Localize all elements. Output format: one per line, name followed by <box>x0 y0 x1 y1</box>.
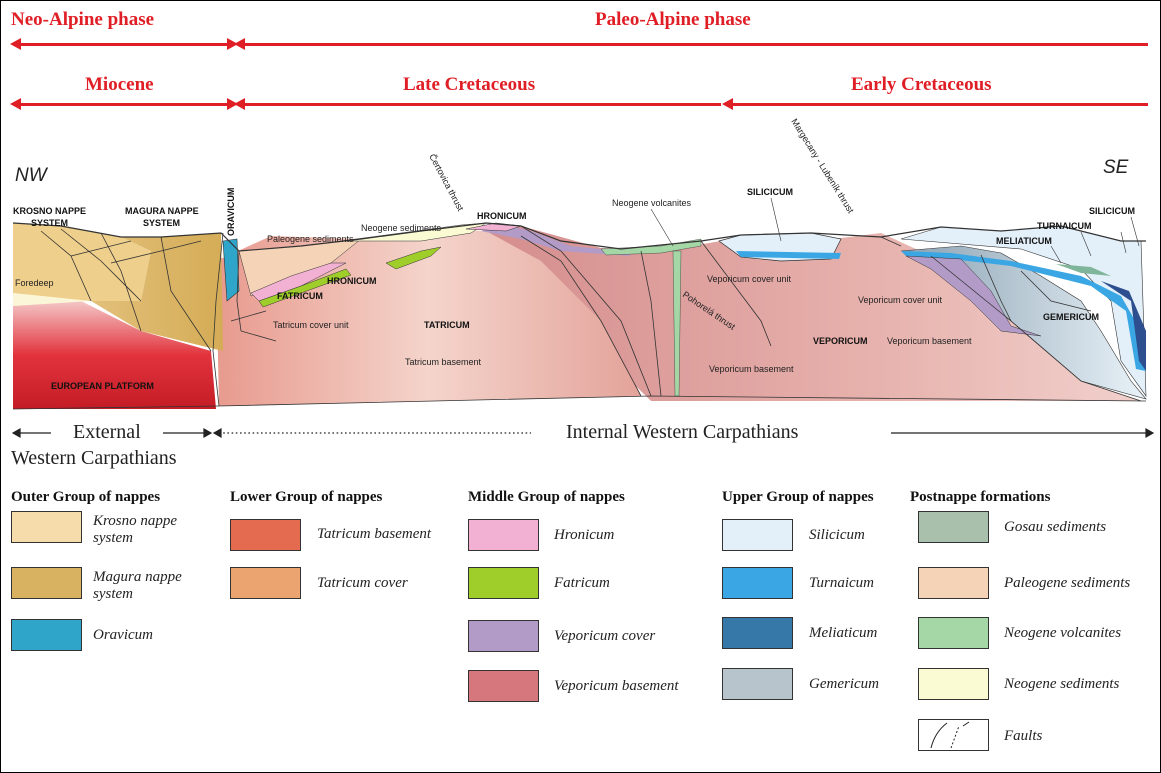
label-external: External <box>73 421 141 444</box>
legend-swatch-paleogene <box>918 567 989 599</box>
legend-group-title: Lower Group of nappes <box>230 489 382 506</box>
label-margecany-thrust: Margecany - Lubeník thrust <box>789 117 856 216</box>
krosno-nappe-area <box>13 223 151 301</box>
legend-label-faults: Faults <box>1004 728 1042 745</box>
label-neogene-sediments: Neogene sediments <box>361 223 442 233</box>
legend-label-neogene-volcanites: Neogene volcanites <box>1004 625 1121 642</box>
se-direction-label: SE <box>1103 157 1129 178</box>
legend-swatch-tatricum-basement <box>230 519 301 551</box>
label-veporicum: VEPORICUM <box>813 336 868 346</box>
label-neogene-volcanites: Neogene volcanites <box>612 198 692 208</box>
legend-swatch-gosau <box>918 511 989 543</box>
label-silicicum-east: SILICICUM <box>1089 206 1135 216</box>
legend-label-veporicum-cover: Veporicum cover <box>554 628 655 645</box>
legend-label-paleogene: Paleogene sediments <box>1004 575 1130 592</box>
label-tatricum: TATRICUM <box>424 320 470 330</box>
legend-group-title: Middle Group of nappes <box>468 489 625 506</box>
label-oravicum: ORAVICUM <box>226 188 236 236</box>
legend-label-silicicum: Silicicum <box>809 527 865 544</box>
legend-group-title: Upper Group of nappes <box>722 489 874 506</box>
legend-swatch-neogene-sediments <box>918 668 989 700</box>
legend-label-tatricum-cover: Tatricum cover <box>317 575 408 592</box>
label-magura-line1: MAGURA NAPPE <box>125 206 199 216</box>
legend-group-title: Outer Group of nappes <box>11 489 160 506</box>
legend-swatch-magura <box>11 567 82 599</box>
label-krosno-line2: SYSTEM <box>31 218 68 228</box>
label-western-carpathians: Western Carpathians <box>11 447 177 470</box>
legend-swatch-veporicum-cover <box>468 620 539 652</box>
legend-label-oravicum: Oravicum <box>93 627 153 644</box>
label-gemericum: GEMERICUM <box>1043 312 1099 322</box>
label-internal-western-carpathians: Internal Western Carpathians <box>566 421 798 444</box>
legend-swatch-turnaicum <box>722 567 793 599</box>
legend-label-neogene-sediments: Neogene sediments <box>1004 676 1119 693</box>
legend-swatch-neogene-volcanites <box>918 617 989 649</box>
legend-label-veporicum-basement: Veporicum basement <box>554 678 679 695</box>
legend-swatch-fatricum <box>468 567 539 599</box>
legend-label-krosno: Krosno nappe system <box>93 513 213 547</box>
label-veporicum-cover-unit-2: Veporicum cover unit <box>858 295 943 305</box>
label-hronicum-top: HRONICUM <box>477 211 527 221</box>
legend-label-tatricum-basement: Tatricum basement <box>317 526 431 543</box>
label-silicicum-central: SILICICUM <box>747 187 793 197</box>
legend-label-gemericum: Gemericum <box>809 676 879 693</box>
label-magura-line2: SYSTEM <box>143 218 180 228</box>
legend-swatch-krosno <box>11 511 82 543</box>
legend-swatch-oravicum <box>11 619 82 651</box>
label-tatricum-cover-unit: Tatricum cover unit <box>273 320 349 330</box>
legend-label-hronicum: Hronicum <box>554 527 614 544</box>
nw-direction-label: NW <box>15 165 49 186</box>
legend-label-turnaicum: Turnaicum <box>809 575 874 592</box>
faults-icon <box>919 720 988 750</box>
label-veporicum-cover-unit-1: Veporicum cover unit <box>707 274 792 284</box>
legend-swatch-hronicum <box>468 519 539 551</box>
legend-swatch-tatricum-cover <box>230 567 301 599</box>
label-veporicum-basement-1: Veporicum basement <box>709 364 794 374</box>
legend-swatch-silicicum <box>722 519 793 551</box>
label-fatricum: FATRICUM <box>277 291 323 301</box>
cross-section-diagram: NW SE KROSNO NAPPE SYSTEM MAGURA NAPPE S… <box>1 1 1161 421</box>
legend-swatch-faults <box>918 719 989 751</box>
legend-label-fatricum: Fatricum <box>554 575 610 592</box>
legend-swatch-veporicum-basement <box>468 670 539 702</box>
label-meliaticum: MELIATICUM <box>996 236 1052 246</box>
label-turnaicum: TURNAICUM <box>1037 221 1092 231</box>
label-hronicum-mid: HRONICUM <box>327 276 377 286</box>
legend-label-magura: Magura nappe system <box>93 569 213 603</box>
label-foredeep: Foredeep <box>15 278 54 288</box>
legend-swatch-meliaticum <box>722 617 793 649</box>
label-krosno-line1: KROSNO NAPPE <box>13 206 86 216</box>
legend-label-gosau: Gosau sediments <box>1004 519 1106 536</box>
label-paleogene-sediments: Paleogene sediments <box>267 234 354 244</box>
label-veporicum-basement-2: Veporicum basement <box>887 336 972 346</box>
label-european-platform: EUROPEAN PLATFORM <box>51 381 154 391</box>
label-tatricum-basement: Tatricum basement <box>405 357 482 367</box>
legend-swatch-gemericum <box>722 668 793 700</box>
legend-label-meliaticum: Meliaticum <box>809 625 877 642</box>
label-certovica-thrust: Čertovica thrust <box>427 152 466 213</box>
legend-group-title: Postnappe formations <box>910 489 1050 506</box>
